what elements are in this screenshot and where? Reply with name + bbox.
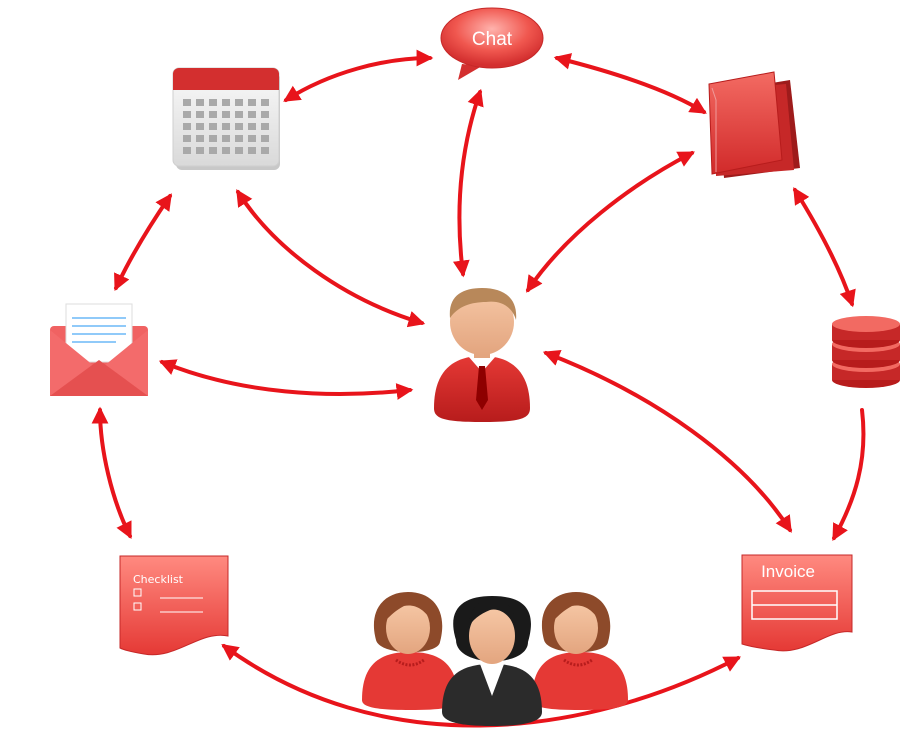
calendar-day-cell bbox=[235, 135, 243, 142]
calendar-day-cell bbox=[222, 99, 230, 106]
database-icon bbox=[832, 316, 900, 388]
calendar-day-cell bbox=[248, 135, 256, 142]
calendar-day-cell bbox=[209, 99, 217, 106]
team-icon bbox=[362, 592, 628, 726]
calendar-day-cell bbox=[209, 111, 217, 118]
calendar-day-cell bbox=[222, 135, 230, 142]
calendar-day-cell bbox=[235, 111, 243, 118]
calendar-day-cell bbox=[209, 135, 217, 142]
invoice-document: Invoice bbox=[741, 554, 853, 652]
arrow-folder-user bbox=[526, 151, 695, 293]
calendar-day-cell bbox=[209, 147, 217, 154]
calendar-day-cell bbox=[235, 147, 243, 154]
envelope-icon bbox=[50, 303, 148, 396]
calendar-day-cell bbox=[183, 123, 191, 130]
arrow-calendar-user bbox=[236, 189, 426, 328]
calendar-day-cell bbox=[222, 111, 230, 118]
calendar-day-cell bbox=[183, 111, 191, 118]
calendar-day-cell bbox=[196, 99, 204, 106]
calendar-day-cell bbox=[248, 111, 256, 118]
calendar-day-cell bbox=[222, 123, 230, 130]
calendar-day-cell bbox=[248, 99, 256, 106]
calendar-day-cell bbox=[183, 135, 191, 142]
arrow-mail-checklist bbox=[91, 406, 132, 540]
arrow-chat-folder bbox=[553, 53, 707, 114]
arrow-database-invoice bbox=[832, 408, 866, 541]
businessman-icon bbox=[434, 288, 530, 422]
team-member-right bbox=[532, 592, 628, 710]
calendar-day-cell bbox=[209, 123, 217, 130]
folder-icon bbox=[708, 71, 800, 178]
team-member-left bbox=[362, 592, 458, 710]
calendar-day-cell bbox=[196, 111, 204, 118]
arrow-calendar-mail bbox=[114, 193, 172, 292]
invoice-label: Invoice bbox=[761, 562, 815, 581]
calendar-day-cell bbox=[248, 147, 256, 154]
calendar-day-cell bbox=[261, 111, 269, 118]
arrow-calendar-chat bbox=[283, 49, 434, 102]
chat-node: Chat bbox=[440, 7, 544, 80]
database-disc-top bbox=[832, 316, 900, 332]
connectors bbox=[91, 49, 866, 728]
calendar-day-cell bbox=[222, 147, 230, 154]
calendar-day-cell bbox=[196, 123, 204, 130]
calendar-day-cell bbox=[235, 99, 243, 106]
arrow-mail-user bbox=[158, 359, 414, 400]
arrow-user-invoice bbox=[542, 349, 792, 533]
calendar-day-cell bbox=[196, 135, 204, 142]
calendar-day-cell bbox=[235, 123, 243, 130]
checklist-document: Checklist bbox=[119, 555, 229, 656]
arrow-chat-user bbox=[453, 88, 484, 278]
calendar-day-cell bbox=[261, 99, 269, 106]
calendar-day-cell bbox=[248, 123, 256, 130]
checklist-label: Checklist bbox=[133, 573, 184, 586]
calendar-day-cell bbox=[196, 147, 204, 154]
calendar-day-cell bbox=[183, 147, 191, 154]
team-member-center bbox=[442, 596, 542, 726]
calendar-icon bbox=[172, 67, 280, 170]
calendar-day-cell bbox=[183, 99, 191, 106]
calendar-day-cell bbox=[261, 135, 269, 142]
chat-label: Chat bbox=[472, 29, 513, 50]
calendar-day-cell bbox=[261, 123, 269, 130]
arrow-folder-database bbox=[793, 187, 856, 308]
calendar-day-cell bbox=[261, 147, 269, 154]
